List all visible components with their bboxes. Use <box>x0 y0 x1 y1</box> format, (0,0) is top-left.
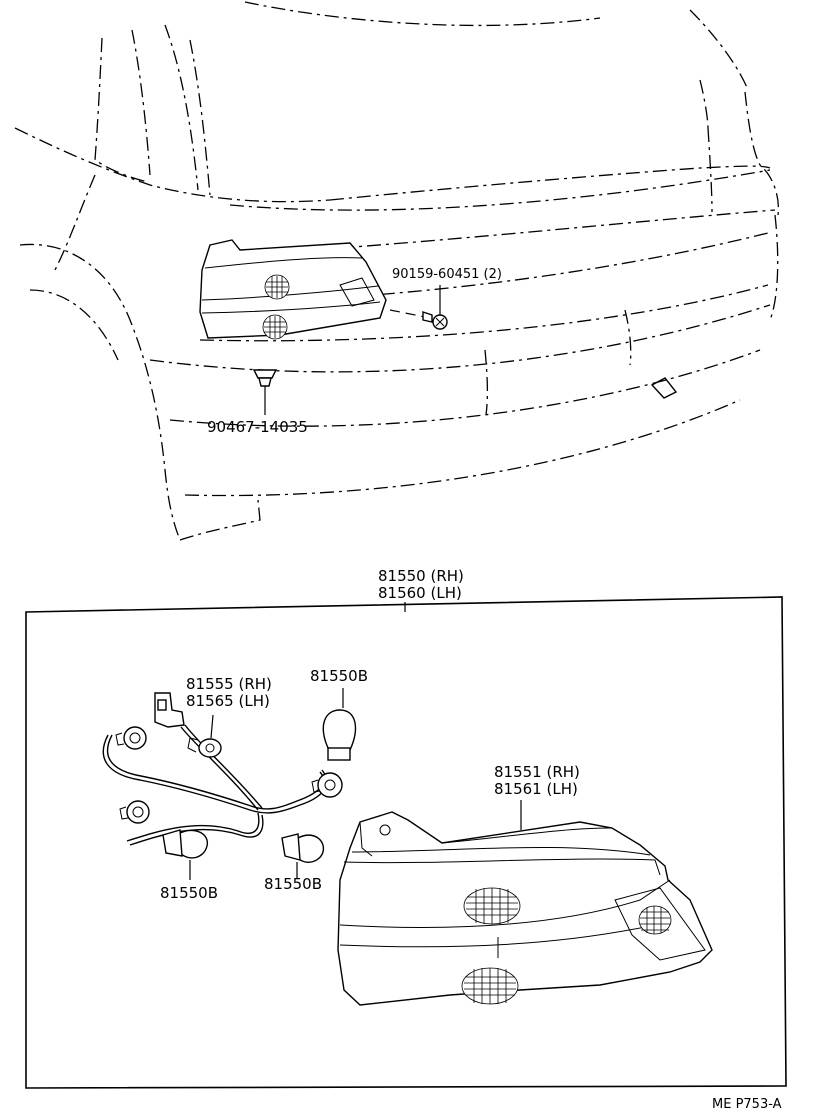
assembly-number-lh: 81560 (LH) <box>378 584 462 602</box>
figure-code: ME P753-A <box>712 1097 782 1112</box>
clip-part-number: 90467-14035 <box>207 418 308 436</box>
tail-lamp-lens <box>337 800 713 1006</box>
bulb-top-number: 81550B <box>310 667 368 685</box>
bulb-bottom-number: 81550B <box>264 875 322 893</box>
lens-number-rh: 81551 (RH) <box>494 763 580 781</box>
lamp-lens-grid <box>262 274 290 340</box>
assembly-frame <box>25 596 787 1089</box>
bulb-bottom <box>281 833 325 878</box>
bulb-left-number: 81550B <box>160 884 218 902</box>
bulb-left <box>162 829 209 880</box>
screw-part-number: 90159-60451 (2) <box>392 267 502 282</box>
socket-wire-harness <box>102 692 343 846</box>
clip-part <box>252 369 278 415</box>
bulb-top <box>322 688 357 761</box>
vehicle-body-outline <box>14 1 780 541</box>
assembly-number-rh: 81550 (RH) <box>378 567 464 585</box>
lens-reflector-grid <box>461 887 672 1005</box>
lens-number-lh: 81561 (LH) <box>494 780 578 798</box>
screw-part <box>389 285 448 330</box>
socket-number-lh: 81565 (LH) <box>186 692 270 710</box>
socket-number-rh: 81555 (RH) <box>186 675 272 693</box>
installed-tail-lamp <box>199 239 387 340</box>
